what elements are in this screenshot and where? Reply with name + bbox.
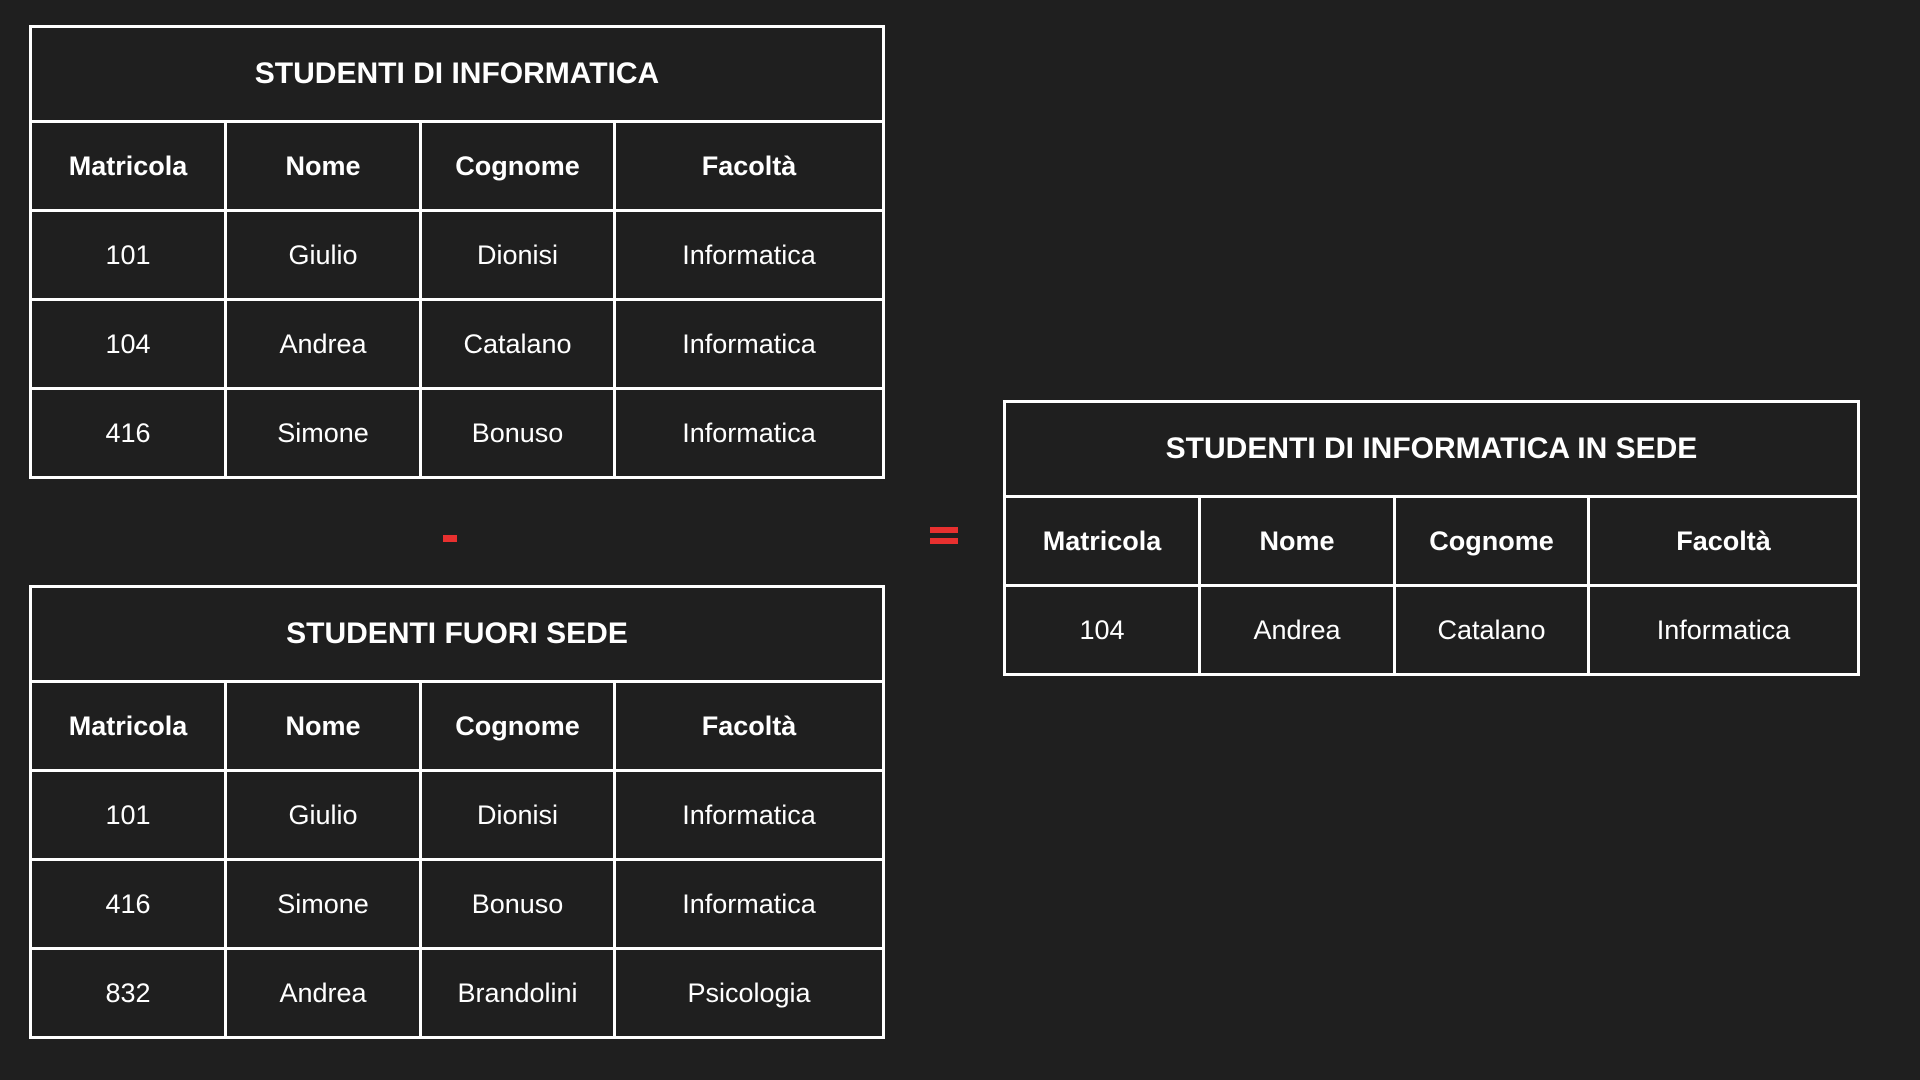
- table-cell: Bonuso: [419, 858, 616, 950]
- table-cell: Informatica: [613, 387, 885, 479]
- table-cell: Informatica: [613, 769, 885, 861]
- table-cell: Informatica: [613, 298, 885, 390]
- column-header: Matricola: [1003, 495, 1201, 587]
- minus-operator: [443, 535, 457, 542]
- table-cell: 416: [29, 858, 227, 950]
- table-title: STUDENTI FUORI SEDE: [29, 585, 885, 683]
- equals-operator: [930, 527, 958, 545]
- table-cell: 104: [29, 298, 227, 390]
- column-header: Facoltà: [1587, 495, 1860, 587]
- table-cell: Dionisi: [419, 769, 616, 861]
- table-cell: Simone: [224, 858, 422, 950]
- column-header: Facoltà: [613, 120, 885, 212]
- column-header: Cognome: [419, 680, 616, 772]
- table-cell: 101: [29, 769, 227, 861]
- column-header: Nome: [224, 120, 422, 212]
- table-cell: Giulio: [224, 209, 422, 301]
- table-cell: Dionisi: [419, 209, 616, 301]
- column-header: Nome: [1198, 495, 1396, 587]
- table-cell: Simone: [224, 387, 422, 479]
- table-cell: Informatica: [613, 209, 885, 301]
- column-header: Cognome: [1393, 495, 1590, 587]
- table-cell: Informatica: [613, 858, 885, 950]
- table-cell: Brandolini: [419, 947, 616, 1039]
- table-cell: Catalano: [419, 298, 616, 390]
- table-cell: Bonuso: [419, 387, 616, 479]
- column-header: Nome: [224, 680, 422, 772]
- column-header: Matricola: [29, 680, 227, 772]
- table-cell: 104: [1003, 584, 1201, 676]
- column-header: Facoltà: [613, 680, 885, 772]
- table-cell: 101: [29, 209, 227, 301]
- table-cell: Psicologia: [613, 947, 885, 1039]
- table-title: STUDENTI DI INFORMATICA: [29, 25, 885, 123]
- table-cell: 416: [29, 387, 227, 479]
- column-header: Matricola: [29, 120, 227, 212]
- table-cell: 832: [29, 947, 227, 1039]
- column-header: Cognome: [419, 120, 616, 212]
- table-cell: Catalano: [1393, 584, 1590, 676]
- table-cell: Andrea: [224, 298, 422, 390]
- table-cell: Andrea: [1198, 584, 1396, 676]
- table-cell: Andrea: [224, 947, 422, 1039]
- table-cell: Giulio: [224, 769, 422, 861]
- table-cell: Informatica: [1587, 584, 1860, 676]
- table-title: STUDENTI DI INFORMATICA IN SEDE: [1003, 400, 1860, 498]
